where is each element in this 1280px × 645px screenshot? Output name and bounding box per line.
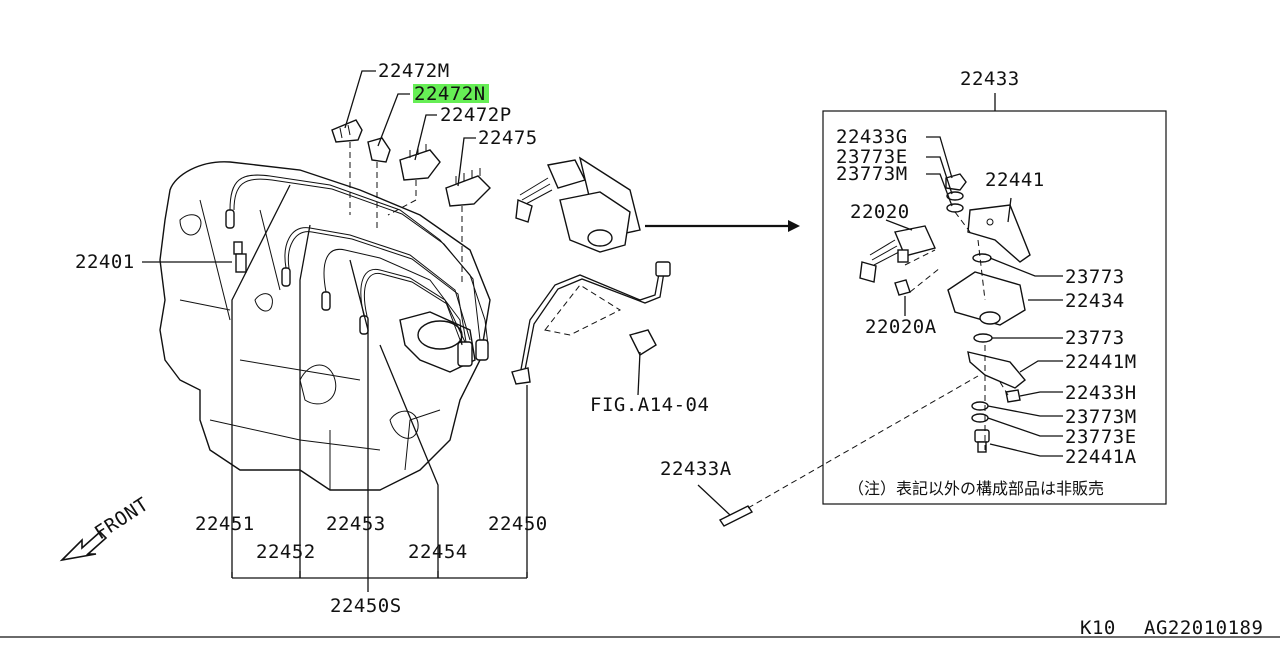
label-23773M-bot[interactable]: 23773M xyxy=(1065,406,1137,428)
front-label: FRONT xyxy=(91,493,153,544)
label-22475[interactable]: 22475 xyxy=(478,127,538,149)
label-22454[interactable]: 22454 xyxy=(408,541,468,563)
label-22434[interactable]: 22434 xyxy=(1065,290,1125,312)
label-23773-b[interactable]: 23773 xyxy=(1065,327,1125,349)
label-22452[interactable]: 22452 xyxy=(256,541,316,563)
label-23773E-bot[interactable]: 23773E xyxy=(1065,426,1137,448)
label-22441M[interactable]: 22441M xyxy=(1065,351,1137,373)
label-22472N-suffix: N xyxy=(474,83,486,105)
wire-clips-illustration xyxy=(331,119,491,207)
label-22020[interactable]: 22020 xyxy=(850,201,910,223)
ignition-coil-illustration xyxy=(515,156,641,253)
label-23773M-top[interactable]: 23773M xyxy=(836,163,908,185)
label-22472P[interactable]: 22472P xyxy=(440,104,512,126)
highlight-22472N xyxy=(413,84,489,103)
label-22441[interactable]: 22441 xyxy=(985,169,1045,191)
diagram-id: AG22010189 xyxy=(1144,617,1263,639)
leader-lines xyxy=(142,70,1063,592)
label-22472N[interactable]: 22472N xyxy=(414,83,486,105)
label-22433[interactable]: 22433 xyxy=(960,68,1020,90)
label-22472M[interactable]: 22472M xyxy=(378,60,450,82)
label-22453[interactable]: 22453 xyxy=(326,513,386,535)
label-23773-a[interactable]: 23773 xyxy=(1065,266,1125,288)
label-22433H[interactable]: 22433H xyxy=(1065,382,1137,404)
label-22451[interactable]: 22451 xyxy=(195,513,255,535)
label-22450[interactable]: 22450 xyxy=(488,513,548,535)
label-22450S[interactable]: 22450S xyxy=(330,595,402,617)
label-22401[interactable]: 22401 xyxy=(75,251,135,273)
fig-ref-link[interactable]: FIG.A14-04 xyxy=(590,394,709,416)
front-arrow-icon xyxy=(59,530,108,562)
label-22020A[interactable]: 22020A xyxy=(865,316,937,338)
page-code: K10 xyxy=(1080,617,1116,639)
label-22433G[interactable]: 22433G xyxy=(836,126,908,148)
part-labels: 22472M 22472N 22472P 22475 22401 22433 2… xyxy=(75,60,1263,639)
label-22433A[interactable]: 22433A xyxy=(660,458,732,480)
engine-block-illustration xyxy=(159,161,491,491)
non-sale-note: （注）表記以外の構成部品は非販売 xyxy=(848,479,1104,498)
label-22441A[interactable]: 22441A xyxy=(1065,446,1137,468)
label-23773E-top[interactable]: 23773E xyxy=(836,146,908,168)
label-22472N-prefix: 22472 xyxy=(414,83,474,105)
coil-detail-illustration xyxy=(718,173,1031,527)
